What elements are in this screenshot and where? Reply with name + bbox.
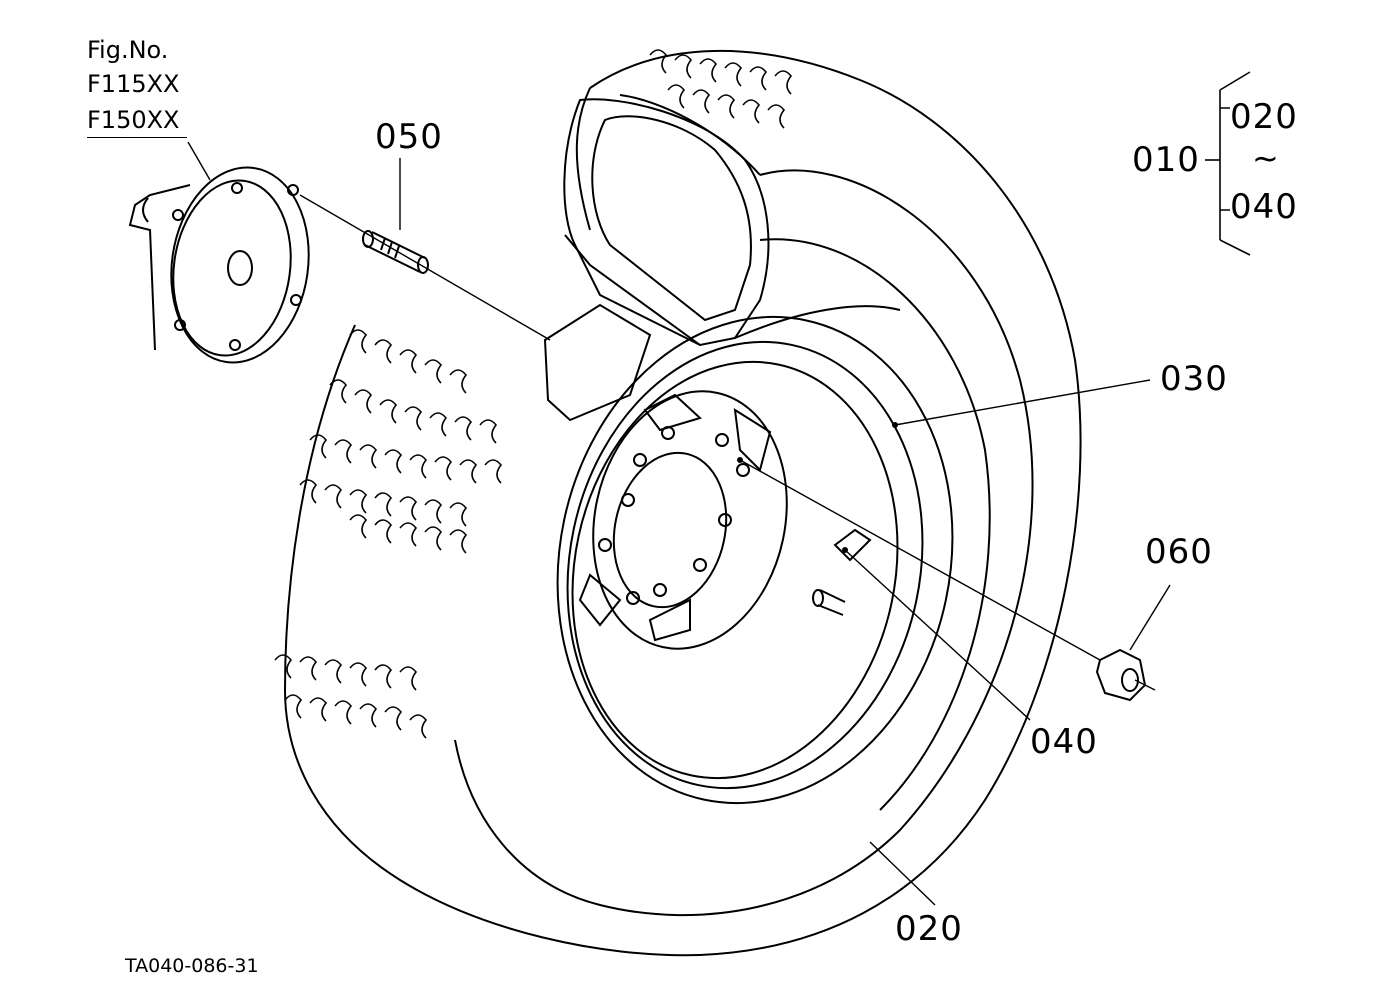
rim-030 — [543, 303, 954, 805]
fig-no-header: Fig.No. — [87, 36, 169, 64]
leader-lines — [187, 141, 1171, 906]
nut-leader-dot — [737, 457, 743, 463]
wheel-nut-060 — [1095, 648, 1147, 702]
callout-nut: 060 — [1145, 532, 1213, 572]
model-label-1: F115XX — [87, 70, 180, 98]
assembly-range-end: 040 — [1230, 187, 1298, 227]
assembly-parent-label: 010 — [1132, 140, 1200, 180]
callout-tire: 020 — [895, 909, 963, 949]
tire-020 — [283, 50, 1082, 957]
callout-valve: 040 — [1030, 722, 1098, 762]
valve-040 — [812, 528, 872, 616]
valve-leader-dot — [842, 547, 848, 553]
callout-stud: 050 — [375, 117, 443, 157]
assembly-range-separator: ~ — [1252, 139, 1279, 177]
model-label-2: F150XX — [87, 106, 180, 134]
callout-rim: 030 — [1160, 359, 1228, 399]
model-underline — [87, 137, 187, 138]
assembly-range-start: 020 — [1230, 97, 1298, 137]
drawing-reference-code: TA040-086-31 — [125, 955, 259, 977]
wheel-hub — [128, 166, 310, 364]
rim-leader-dot — [892, 422, 898, 428]
tire-cutaway-section — [563, 98, 901, 347]
tread-pattern — [274, 49, 793, 739]
assembly-bracket — [1205, 71, 1251, 256]
